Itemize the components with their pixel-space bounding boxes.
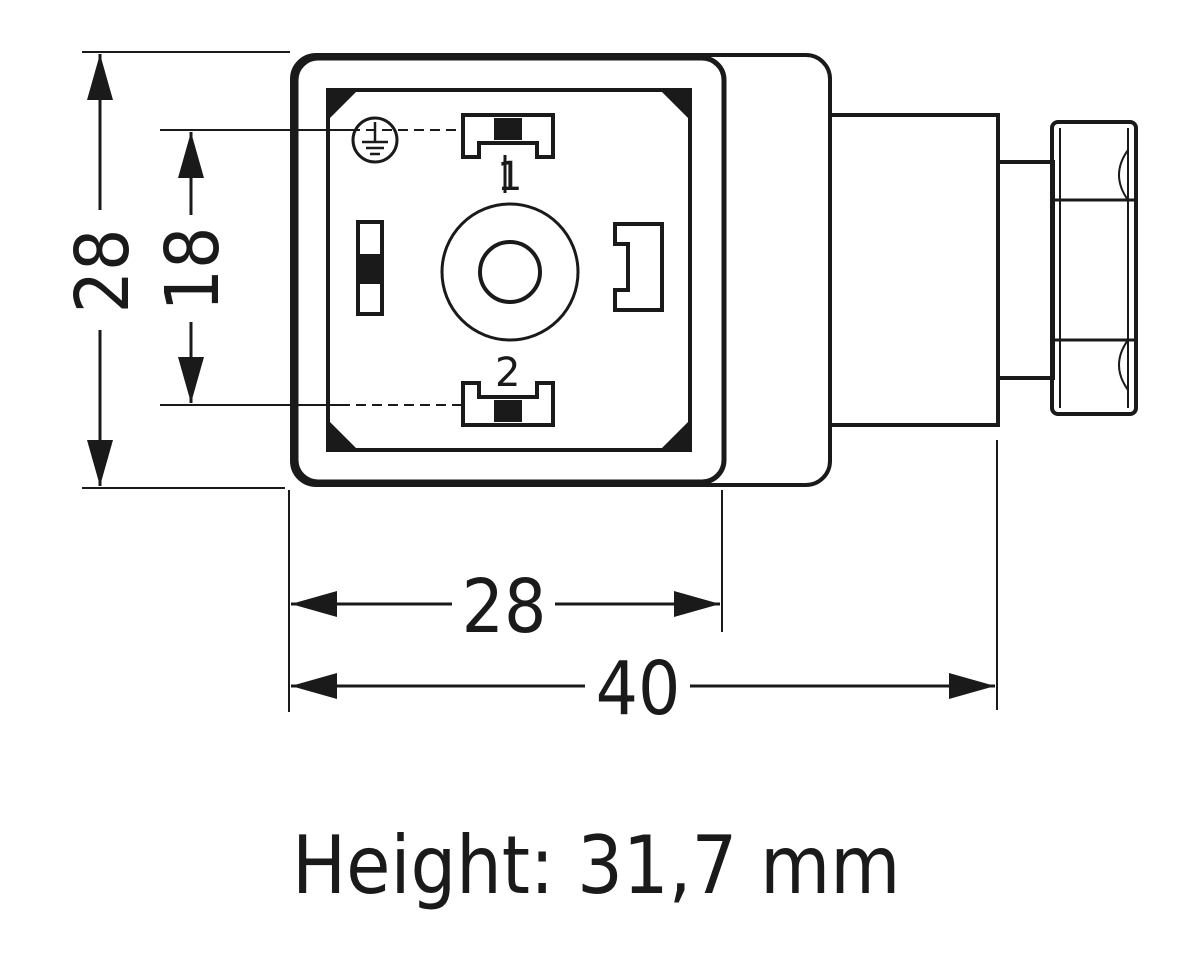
cable-gland [828, 113, 1138, 427]
pin-1-label: 1 [497, 154, 522, 200]
dimension-height-outer: 28 [60, 54, 146, 486]
dimension-pin-spacing-label: 18 [150, 227, 236, 312]
dimension-width-housing-label: 28 [462, 564, 547, 650]
connector-housing [290, 53, 832, 487]
center-screw-hole [440, 202, 580, 342]
pin-1-contact [461, 113, 555, 193]
pin-2-contact [461, 381, 555, 427]
ground-icon [351, 116, 399, 164]
dimension-pin-spacing: 18 [150, 132, 236, 403]
dimension-width-total-label: 40 [596, 646, 681, 732]
leader-lines [160, 129, 463, 406]
pin-2-label: 2 [495, 350, 520, 396]
coding-slot [613, 222, 664, 312]
pin-3-contact [356, 220, 384, 316]
dimension-width-housing: 28 [291, 564, 720, 650]
extension-lines [82, 51, 998, 712]
dimension-width-total: 40 [291, 646, 995, 732]
dimension-height-outer-label: 28 [60, 229, 146, 314]
caption: Height: 31,7 mm [292, 819, 900, 912]
